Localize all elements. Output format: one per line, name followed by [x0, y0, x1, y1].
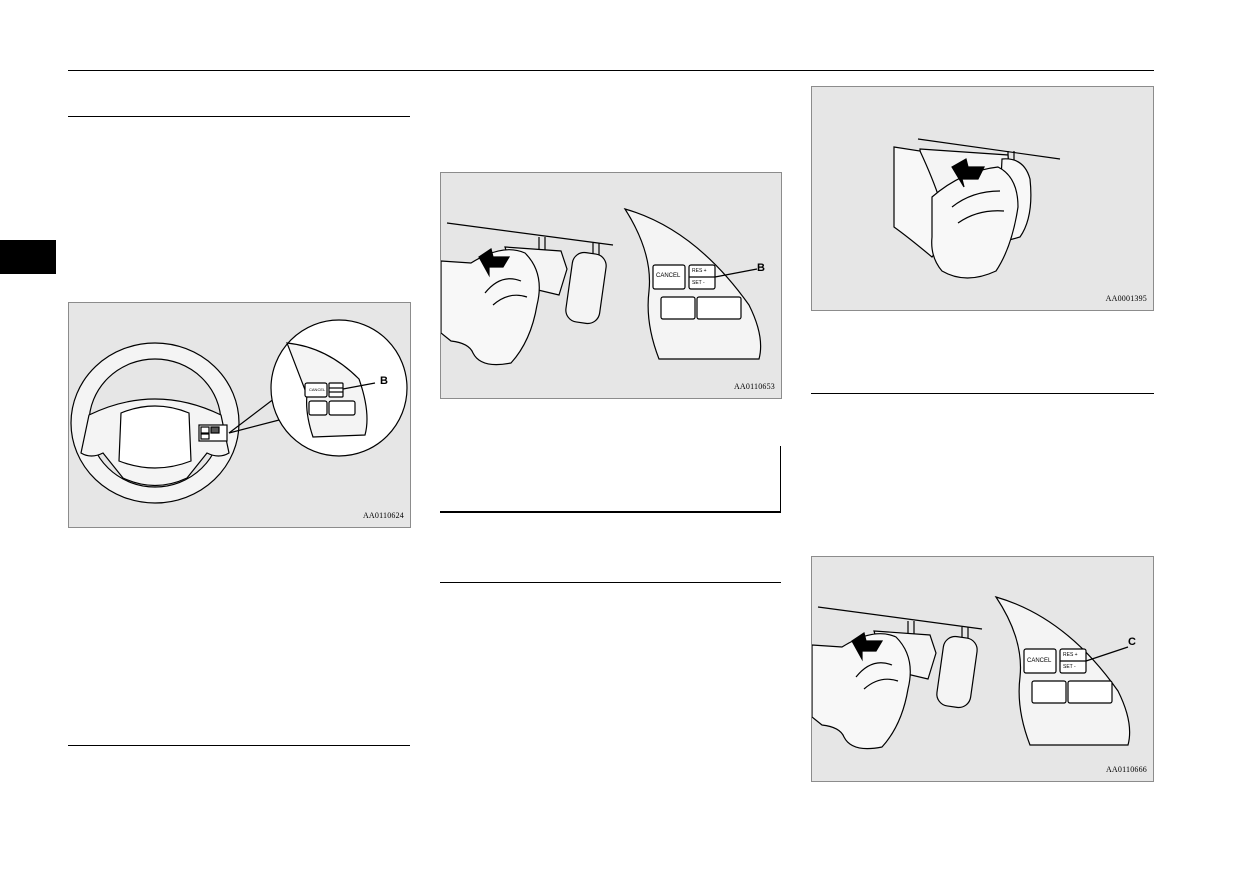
- col1-bottom-rule: [68, 745, 410, 746]
- figure-code: AA0110624: [362, 511, 404, 520]
- callout-b-label: B: [380, 375, 388, 387]
- brake-pedal-figure: AA0001395: [811, 86, 1154, 311]
- steering-wheel-figure: CANCEL B AA0110624: [68, 302, 411, 528]
- figure-code: AA0001395: [1105, 294, 1147, 303]
- brake-pedal-illustration: [893, 138, 1061, 279]
- col2-box-bottom-rule: [440, 511, 781, 513]
- pedal-switch-c-illustration: [812, 595, 1131, 750]
- cancel-button-label: CANCEL: [656, 273, 681, 279]
- set-minus-label: SET -: [692, 280, 705, 286]
- pedal-switch-b-illustration: [441, 207, 762, 366]
- cancel-button-label: CANCEL: [309, 387, 326, 392]
- callout-c-label: C: [1128, 636, 1136, 648]
- set-minus-label: SET -: [1063, 664, 1076, 670]
- col3-section-rule: [811, 393, 1154, 394]
- res-plus-label: RES +: [1063, 652, 1078, 658]
- pedal-switch-b-figure: CANCEL RES + SET - B AA0110653: [440, 172, 782, 399]
- figure-code: AA0110653: [733, 382, 775, 391]
- steering-wheel-illustration: [70, 319, 408, 504]
- col2-section-rule: [440, 582, 781, 583]
- col2-box-right-rule: [780, 446, 781, 512]
- callout-b-label: B: [757, 262, 765, 274]
- res-plus-label: RES +: [692, 268, 707, 274]
- col1-top-rule: [68, 116, 410, 117]
- thumb-index-tab: [0, 240, 56, 274]
- header-rule: [68, 70, 1154, 71]
- pedal-switch-c-figure: CANCEL RES + SET - C AA0110666: [811, 556, 1154, 782]
- figure-code: AA0110666: [1105, 765, 1147, 774]
- cancel-button-label: CANCEL: [1027, 658, 1052, 664]
